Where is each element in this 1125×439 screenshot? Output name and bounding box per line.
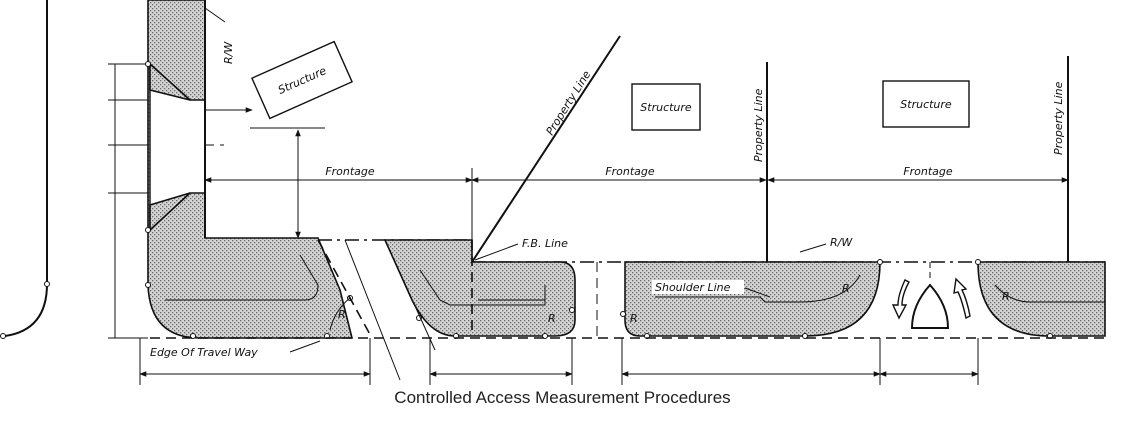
property-line-middle-label: Property Line [752,88,765,162]
node [145,282,151,288]
right-shoulder-block [624,261,881,337]
rw-leader [204,7,226,23]
curb-node [44,281,50,287]
left-turn-arrow [891,279,910,320]
median-island [383,239,576,337]
left-curb-curve [4,0,48,337]
angled-drive-edge [317,239,373,339]
node [877,259,883,265]
shoulder-line-label: Shoulder Line [655,281,731,294]
edge-of-travel-way-label: Edge Of Travel Way [150,346,258,359]
node [620,311,626,317]
node [975,259,981,265]
diagram-caption: Controlled Access Measurement Procedures [394,388,731,407]
curb-node [0,333,6,339]
edge-leader [289,340,321,353]
bottom-dimensions [139,262,979,385]
traffic-island [910,283,950,329]
rw-center-leader [799,243,827,253]
right-turn-arrow [953,277,971,320]
angled-drive-edge-2 [384,239,436,351]
shoulder-label-bg [652,280,744,294]
radius-label-3: R [842,282,850,295]
property-line-diagonal-label: Property Line [544,68,594,137]
frontage-3-label: Frontage [903,165,953,178]
structure-middle: Structure [631,83,701,131]
angled-drive-centerline [344,239,401,381]
left-triangle-bottom [149,192,191,232]
node [145,227,151,233]
fb-line-leader [474,243,519,261]
rw-center-label: R/W [830,236,853,249]
frontage-1-label: Frontage [325,165,375,178]
svg-text:Structure: Structure [640,101,692,114]
structure-right: Structure [882,80,970,128]
radius-label-5: R [1002,290,1010,303]
svg-text:Structure: Structure [900,98,952,111]
fb-line-label: F.B. Line [522,237,568,250]
frontage-2-label: Frontage [605,165,655,178]
structure-rotated: Structure [251,40,353,120]
property-line-right-label: Property Line [1052,81,1065,155]
node [145,61,151,67]
radius-label-1: R [338,308,346,321]
far-right-shoulder-block [977,261,1106,337]
shoulder-leader [744,287,771,298]
diagonal-property-line [471,35,621,263]
node [569,307,575,313]
frontage-dimension [204,168,1069,240]
rw-left-label: R/W [222,41,235,64]
radius-label-4: R [630,312,638,325]
left-triangle-top [149,62,191,101]
radius-label-2: R [548,312,556,325]
